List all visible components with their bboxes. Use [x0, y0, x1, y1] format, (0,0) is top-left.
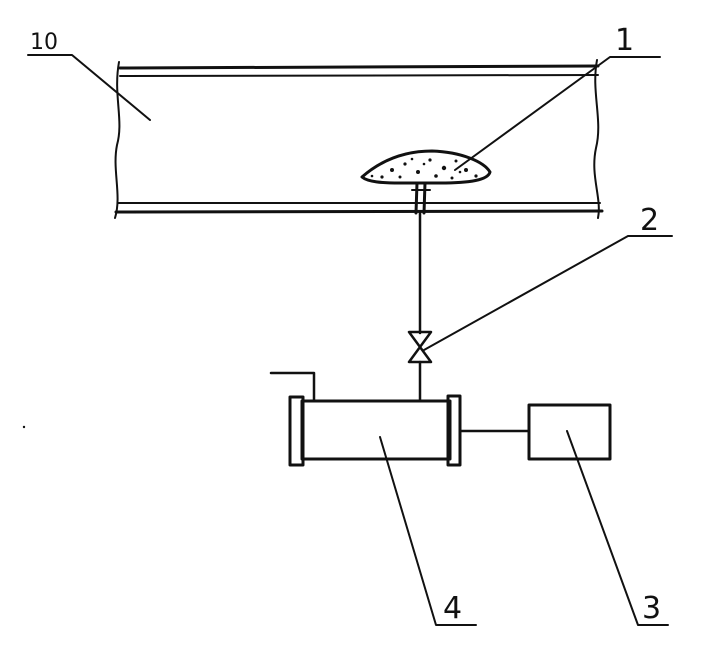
scan-dot — [22, 425, 26, 429]
leader-10 — [27, 54, 151, 121]
label-pipe-10: 10 — [30, 30, 58, 55]
cylinder-body — [300, 399, 452, 461]
leader-4 — [379, 436, 477, 626]
cylinder-unit — [269, 371, 462, 467]
pipe-bottom-wall-outer — [114, 209, 604, 214]
leader-lines — [27, 54, 673, 626]
pipe-left-break-line — [114, 61, 121, 219]
leader-2 — [423, 235, 673, 351]
leader-3 — [566, 430, 669, 626]
pipe-top-wall-outer — [118, 64, 600, 70]
deposit-mass — [360, 149, 492, 185]
controller-box — [527, 403, 612, 461]
label-controller-3: 3 — [642, 591, 661, 626]
nozzle-probe — [411, 181, 431, 215]
cylinder-outlet-pipe — [269, 371, 316, 403]
valve-symbol — [407, 330, 433, 364]
pipe-section — [114, 59, 604, 219]
pipe-right-break-line — [593, 59, 600, 219]
label-valve-2: 2 — [640, 203, 659, 238]
deposit-outline — [360, 149, 492, 185]
pipe-top-wall-inner — [119, 74, 599, 77]
label-deposit-1: 1 — [615, 23, 634, 58]
label-cylinder-4: 4 — [443, 591, 462, 626]
cylinder-left-flange — [288, 395, 305, 467]
deposit-speckle — [370, 157, 478, 180]
leader-1 — [454, 56, 661, 171]
